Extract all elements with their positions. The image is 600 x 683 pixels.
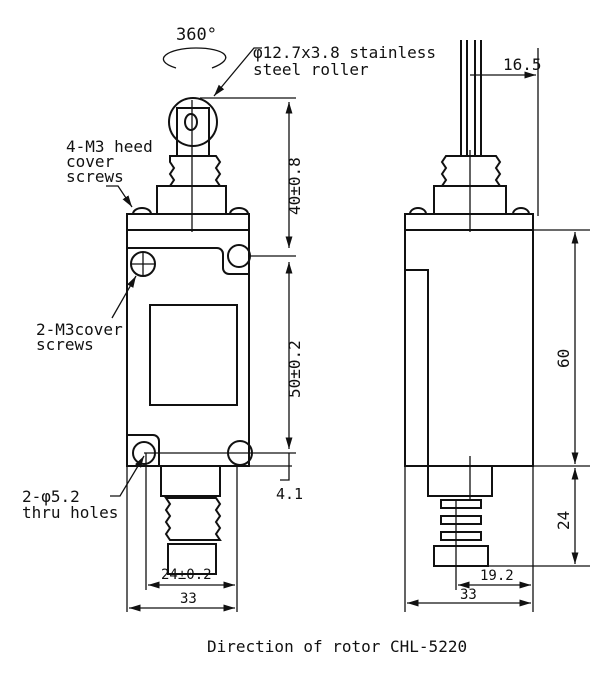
side-extension-lines — [404, 48, 590, 612]
rotation-label: 360° — [176, 25, 217, 45]
base-notch — [127, 434, 160, 466]
dim-width-side: 33 — [460, 587, 477, 603]
extension-lines — [126, 97, 296, 612]
holes-callout: thru holes — [22, 503, 118, 522]
holes-leader — [110, 455, 145, 497]
roller-axle — [184, 113, 198, 131]
head-screws-callout: 4-M3 heed — [66, 137, 153, 156]
cover-screw — [227, 244, 251, 268]
plunger — [160, 466, 222, 575]
front-view: 360° 40±0.8 50±0.2 4.1 24±0.2 33 φ12.7x3… — [22, 25, 436, 612]
head-screws-callout: screws — [66, 167, 124, 186]
window — [149, 304, 238, 406]
head-screws-callout: cover — [66, 152, 115, 171]
roller-leader — [213, 47, 262, 97]
rotation-arrow-icon — [162, 47, 227, 69]
dim-hole-pitch-h: 24±0.2 — [161, 567, 212, 583]
dim-head-height: 40±0.8 — [285, 157, 304, 215]
roller — [168, 97, 218, 147]
cover-screws-leader — [111, 275, 137, 319]
holes-callout: 2-φ5.2 — [22, 487, 80, 506]
dim-hole-pitch-v: 50±0.2 — [285, 340, 304, 398]
roller-callout: φ12.7x3.8 stainless — [253, 43, 436, 62]
dim-side-top: 16.5 — [503, 55, 542, 74]
side-panel — [405, 269, 429, 466]
side-roller-stem — [460, 40, 482, 157]
head-screws — [132, 207, 249, 215]
cover-outline — [127, 247, 249, 275]
dim-side-offset: 19.2 — [480, 568, 514, 584]
caption: Direction of rotor CHL-5220 — [207, 637, 467, 656]
dim-width-front: 33 — [180, 591, 197, 607]
side-plunger — [427, 466, 493, 567]
cover-screws-callout: screws — [36, 335, 94, 354]
switch-body — [126, 213, 250, 467]
dim-side-body: 60 — [554, 349, 573, 368]
dim-hole-offset: 4.1 — [276, 485, 303, 503]
side-head-screws — [409, 207, 530, 215]
cover-screws-callout: 2-M3cover — [36, 320, 123, 339]
screw-cross-icon — [131, 252, 155, 276]
side-view: 16.5 60 24 19.2 33 — [404, 40, 590, 612]
dim-side-bottom: 24 — [554, 511, 573, 530]
head-screws-leader — [106, 185, 133, 208]
side-body — [404, 213, 534, 467]
roller-callout: steel roller — [253, 60, 369, 79]
